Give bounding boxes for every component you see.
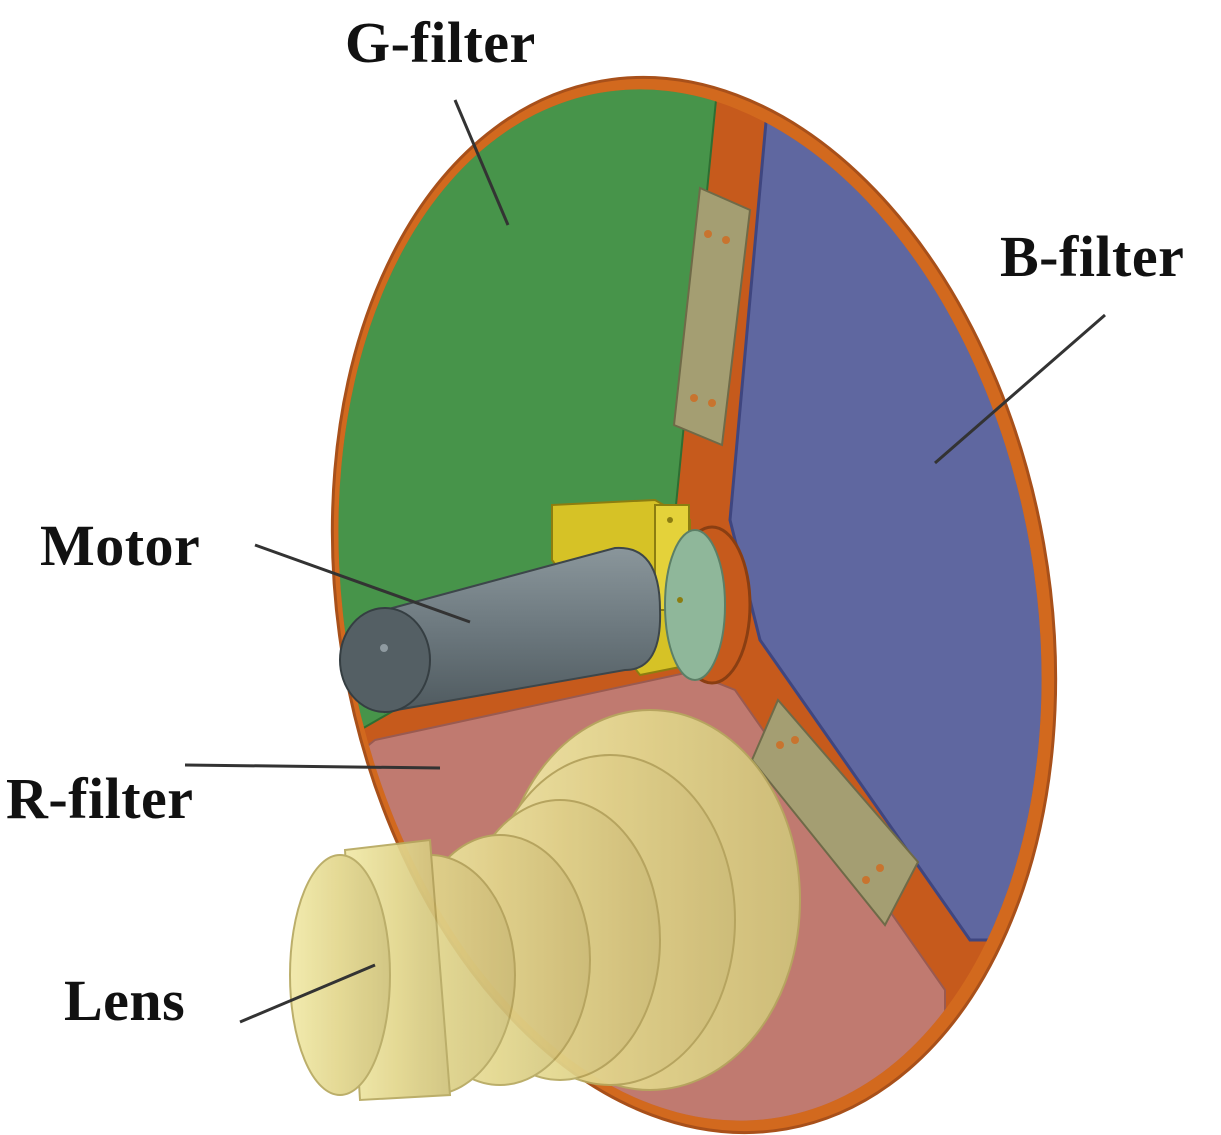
leader-b <box>934 313 1106 465</box>
motor-label: Motor <box>40 513 201 578</box>
b-filter-label: B-filter <box>1000 224 1185 289</box>
leader-r <box>184 763 441 770</box>
g-filter-label: G-filter <box>345 10 536 75</box>
lens <box>289 709 801 1102</box>
leader-lines <box>184 99 1106 1024</box>
r-filter-label: R-filter <box>6 766 194 831</box>
leader-motor <box>254 543 471 624</box>
leader-g <box>453 99 510 226</box>
leader-lens <box>239 963 376 1024</box>
upper-bracket <box>672 186 752 447</box>
motor <box>339 546 662 714</box>
lens-label: Lens <box>64 968 186 1033</box>
lower-bracket <box>750 698 920 927</box>
